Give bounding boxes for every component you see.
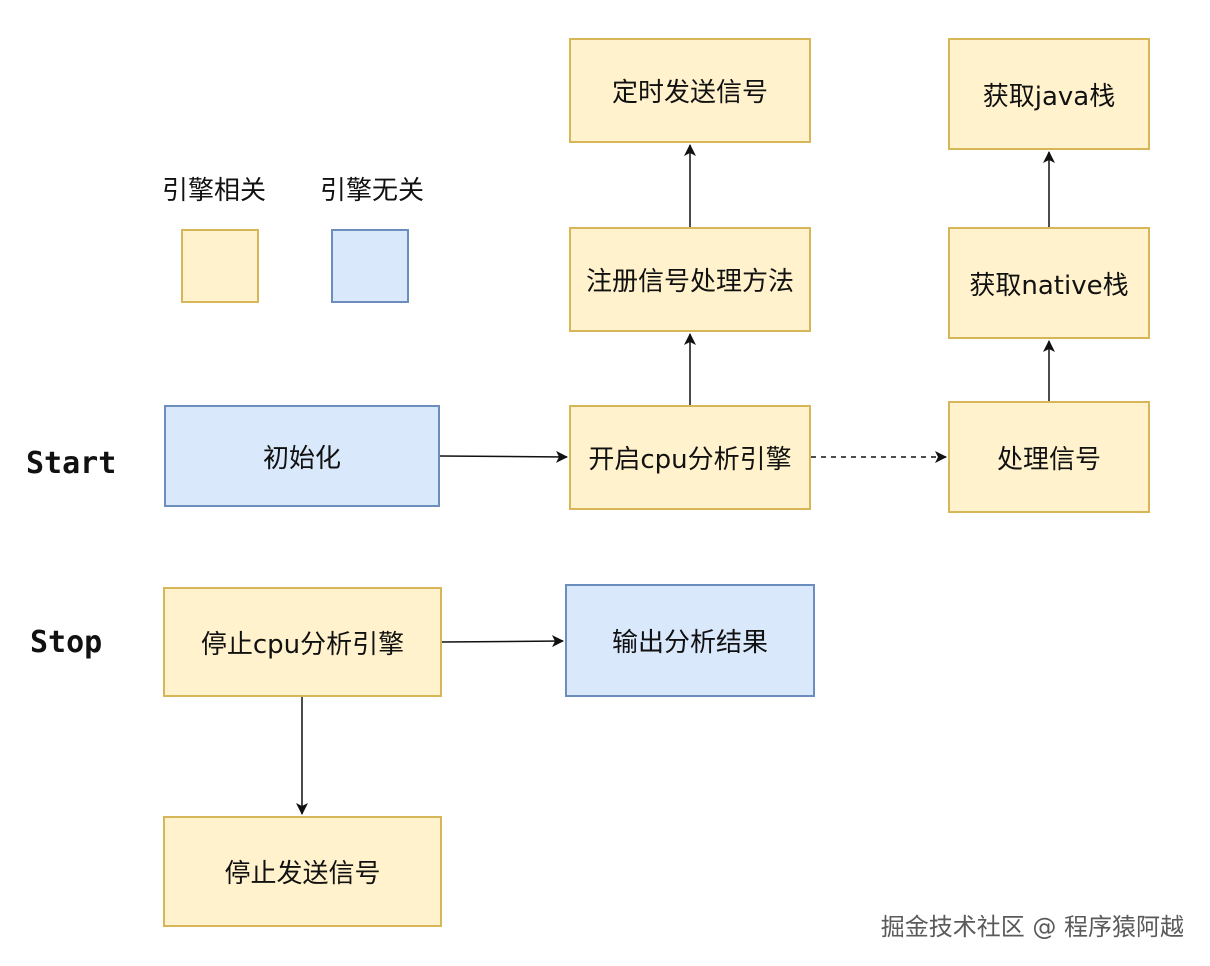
node-stop-cpu-engine: 停止cpu分析引擎 — [163, 587, 442, 697]
phase-start-label: Start — [26, 446, 117, 481]
phase-stop-label: Stop — [30, 625, 103, 660]
node-handle-signal: 处理信号 — [948, 401, 1150, 513]
node-init-text: 初始化 — [262, 443, 341, 474]
node-timed-send-signal: 定时发送信号 — [569, 38, 811, 143]
node-init: 初始化 — [164, 405, 440, 507]
arrow-stop-engine-to-output — [441, 635, 564, 648]
legend-engine-unrelated-label: 引擎无关 — [320, 176, 425, 206]
watermark-text: 掘金技术社区 @ 程序猿阿越 — [880, 913, 1184, 941]
node-get-native-stack: 获取native栈 — [948, 227, 1150, 339]
node-output-result-text: 输出分析结果 — [611, 628, 768, 658]
legend-engine-unrelated-swatch — [331, 229, 409, 303]
node-start-cpu-engine-text: 开启cpu分析引擎 — [588, 445, 792, 475]
node-register-signal-handler-text: 注册信号处理方法 — [585, 267, 794, 297]
node-get-java-stack: 获取java栈 — [948, 38, 1150, 150]
legend-engine-related-label: 引擎相关 — [162, 176, 267, 206]
node-stop-cpu-engine-text: 停止cpu分析引擎 — [200, 629, 405, 660]
node-output-result: 输出分析结果 — [565, 584, 815, 697]
node-timed-send-signal-text: 定时发送信号 — [611, 78, 768, 108]
node-get-native-stack-text: 获取native栈 — [969, 270, 1129, 301]
node-stop-send-signal: 停止发送信号 — [163, 816, 442, 927]
arrow-init-to-start-engine — [439, 450, 568, 463]
node-handle-signal-text: 处理信号 — [996, 444, 1101, 475]
legend-engine-related-swatch — [181, 229, 259, 303]
node-start-cpu-engine: 开启cpu分析引擎 — [569, 405, 811, 510]
node-stop-send-signal-text: 停止发送信号 — [224, 859, 381, 889]
node-register-signal-handler: 注册信号处理方法 — [569, 227, 811, 332]
node-get-java-stack-text: 获取java栈 — [982, 81, 1116, 112]
